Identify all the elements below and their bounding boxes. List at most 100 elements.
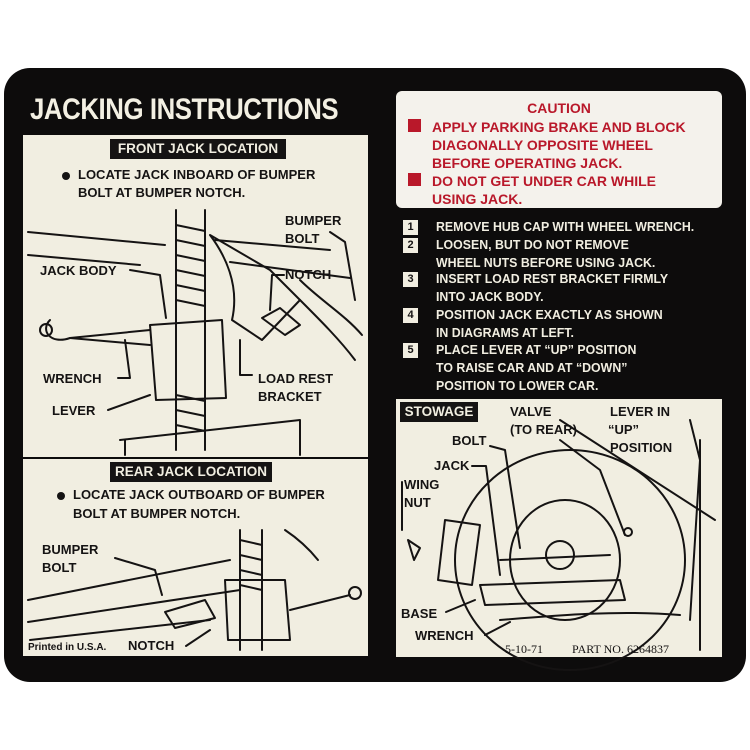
stow-leader-jack [471, 465, 501, 576]
front-bumper-line-2 [27, 254, 141, 266]
label-lever: LEVER [52, 403, 96, 418]
label-lever-position: POSITION [610, 440, 673, 455]
caution-marker-1 [408, 119, 421, 132]
stowage-header: STOWAGE [400, 402, 478, 422]
front-leader-lever [107, 394, 151, 411]
caution-item1-line3: BEFORE OPERATING JACK. [432, 155, 623, 171]
stow-leader-wrench [484, 621, 511, 636]
front-bumper-edge [214, 239, 351, 279]
stow-leader-valve [559, 439, 626, 536]
rear-bullet [57, 492, 65, 500]
step-3-line2: INTO JACK BODY. [436, 289, 544, 304]
step-5-line1: PLACE LEVER AT “UP” POSITION [436, 342, 637, 357]
stow-bolt-line [499, 554, 611, 561]
rear-leader-notch [185, 629, 211, 647]
label-front-notch: NOTCH [285, 267, 332, 282]
label-valve: VALVE [510, 404, 552, 419]
front-lever [45, 319, 151, 341]
front-lever-2 [69, 337, 151, 346]
front-lever-end [39, 323, 53, 337]
label-rear-bumper: BUMPER [42, 542, 99, 557]
label-valve-rear: (TO REAR) [510, 422, 577, 437]
label-wrench: WRENCH [43, 371, 102, 386]
label-front-bolt: BOLT [285, 231, 320, 246]
label-nut: NUT [404, 495, 431, 510]
step-3-line1: INSERT LOAD REST BRACKET FIRMLY [436, 271, 669, 286]
rear-jack-location-header: REAR JACK LOCATION [110, 462, 272, 482]
label-bracket: BRACKET [258, 389, 322, 404]
date-code: 5-10-71 [505, 642, 543, 656]
step-1-line1: REMOVE HUB CAP WITH WHEEL WRENCH. [436, 219, 695, 234]
caution-box [396, 91, 722, 208]
label-stow-wrench: WRENCH [415, 628, 474, 643]
label-front-bumper: BUMPER [285, 213, 342, 228]
spare-tire [454, 449, 686, 671]
step-5-line2: TO RAISE CAR AND AT “DOWN” [436, 360, 628, 375]
front-note-line1: LOCATE JACK INBOARD OF BUMPER [78, 167, 316, 182]
stow-valve-stem [623, 527, 633, 537]
front-body-curve [299, 279, 363, 361]
front-jack-panel [23, 135, 368, 457]
front-bullet [62, 172, 70, 180]
front-leader-notch [269, 274, 285, 311]
step-4-line2: IN DIAGRAMS AT LEFT. [436, 325, 574, 340]
stow-wrench [499, 611, 681, 621]
rear-lever-end [348, 586, 362, 600]
rear-notch [164, 599, 216, 629]
stow-jack-body [437, 519, 481, 586]
label-jack: JACK [434, 458, 470, 473]
spare-hub [545, 540, 575, 570]
page-title: JACKING INSTRUCTIONS [30, 93, 339, 126]
step-4-line1: POSITION JACK EXACTLY AS SHOWN [436, 307, 663, 322]
front-notch-shape [261, 307, 301, 336]
step-5-line3: POSITION TO LOWER CAR. [436, 378, 599, 393]
label-bolt: BOLT [452, 433, 487, 448]
label-rear-notch: NOTCH [128, 638, 175, 653]
caution-item2-line1: DO NOT GET UNDER CAR WHILE [432, 173, 656, 189]
printed-in-usa: Printed in U.S.A. [28, 642, 107, 653]
step-2-number: 2 [403, 238, 418, 253]
stow-leader-bolt [489, 445, 521, 549]
stow-leader-lever [689, 419, 701, 621]
rear-bumper-line [27, 559, 241, 641]
front-jack-teeth [175, 224, 206, 432]
step-5-number: 5 [403, 343, 418, 358]
stow-wing-nut [407, 539, 421, 561]
caution-item1-line2: DIAGONALLY OPPOSITE WHEEL [432, 137, 653, 153]
step-1-number: 1 [403, 220, 418, 235]
step-2-line2: WHEEL NUTS BEFORE USING JACK. [436, 255, 656, 270]
caution-item2-line2: USING JACK. [432, 191, 523, 207]
front-jack-body [149, 319, 227, 401]
label-load-rest: LOAD REST [258, 371, 334, 386]
caution-title: CAUTION [527, 100, 591, 116]
part-number: PART NO. 6264837 [572, 642, 669, 656]
step-4-number: 4 [403, 308, 418, 323]
front-note-line2: BOLT AT BUMPER NOTCH. [78, 185, 246, 200]
stow-jack-base [479, 579, 626, 606]
front-jack-location-header: FRONT JACK LOCATION [110, 139, 286, 159]
label-jack-body: JACK BODY [40, 263, 117, 278]
rear-lever [289, 594, 351, 611]
label-lever-in: LEVER IN [610, 404, 670, 419]
front-bumper-line [27, 231, 166, 246]
rear-body-curve [284, 529, 319, 561]
front-leader-load [239, 339, 253, 376]
rear-jack-teeth [239, 539, 263, 591]
rear-note-line1: LOCATE JACK OUTBOARD OF BUMPER [73, 487, 325, 502]
front-leader-bumper [329, 231, 356, 301]
label-rear-bolt: BOLT [42, 560, 77, 575]
front-base [119, 419, 301, 456]
caution-marker-2 [408, 173, 421, 186]
rear-note-line2: BOLT AT BUMPER NOTCH. [73, 506, 241, 521]
step-2-line1: LOOSEN, BUT DO NOT REMOVE [436, 237, 629, 252]
rear-leader-bumper [114, 557, 163, 596]
stow-leader-base [445, 599, 476, 613]
label-lever-up: “UP” [608, 422, 640, 437]
rear-jack-body [224, 579, 291, 641]
front-leader-jack [129, 269, 167, 319]
front-leader-wrench [117, 339, 131, 379]
caution-item1-line1: APPLY PARKING BRAKE AND BLOCK [432, 119, 686, 135]
step-3-number: 3 [403, 272, 418, 287]
label-base: BASE [401, 606, 438, 621]
